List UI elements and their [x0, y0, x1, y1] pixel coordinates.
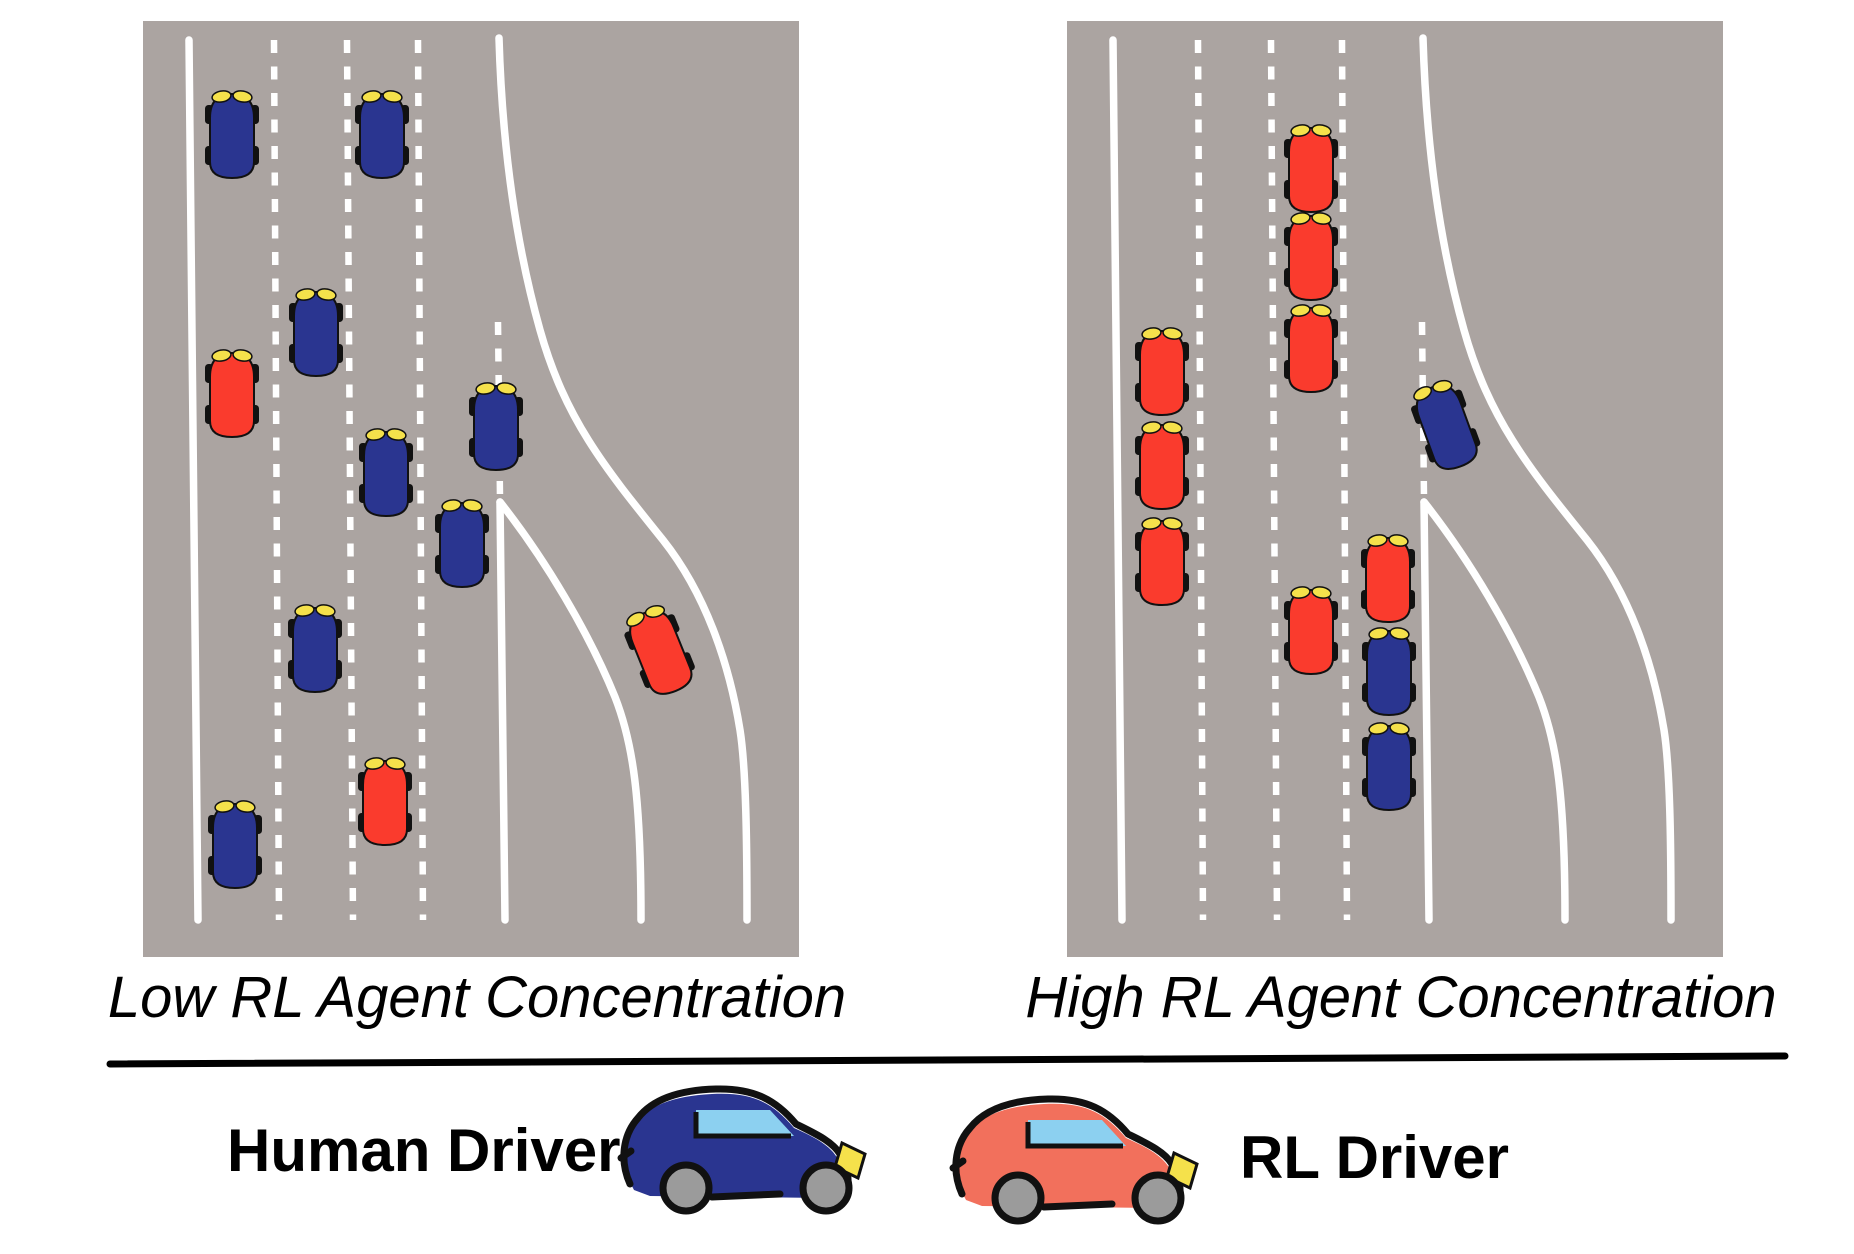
- car-human: [207, 798, 263, 889]
- car-human: [288, 286, 344, 377]
- caption-high-concentration: High RL Agent Concentration: [1025, 965, 1777, 1030]
- car-rl: [1283, 584, 1339, 675]
- car-rl: [1283, 302, 1339, 393]
- car-human: [434, 497, 490, 588]
- car-rl: [1283, 122, 1339, 213]
- car-rl: [1134, 325, 1190, 416]
- car-human: [354, 88, 410, 179]
- caption-low-concentration: Low RL Agent Concentration: [107, 965, 847, 1030]
- legend-label-rl-driver: RL Driver: [1240, 1124, 1510, 1191]
- car-human: [1361, 625, 1417, 716]
- car-human: [1361, 720, 1417, 811]
- car-rl: [1134, 515, 1190, 606]
- car-human: [358, 426, 414, 517]
- car-rl: [357, 755, 413, 846]
- car-rl: [1283, 210, 1339, 301]
- car-human: [287, 602, 343, 693]
- car-rl: [1360, 532, 1416, 623]
- car-rl: [1134, 419, 1190, 510]
- car-rl: [204, 347, 260, 438]
- car-human: [468, 380, 524, 471]
- separator-line: [106, 1052, 1789, 1068]
- legend-label-human-driver: Human Driver: [227, 1117, 621, 1184]
- legend-car-human: [621, 1089, 865, 1211]
- legend-car-rl: [953, 1099, 1197, 1221]
- car-human: [204, 88, 260, 179]
